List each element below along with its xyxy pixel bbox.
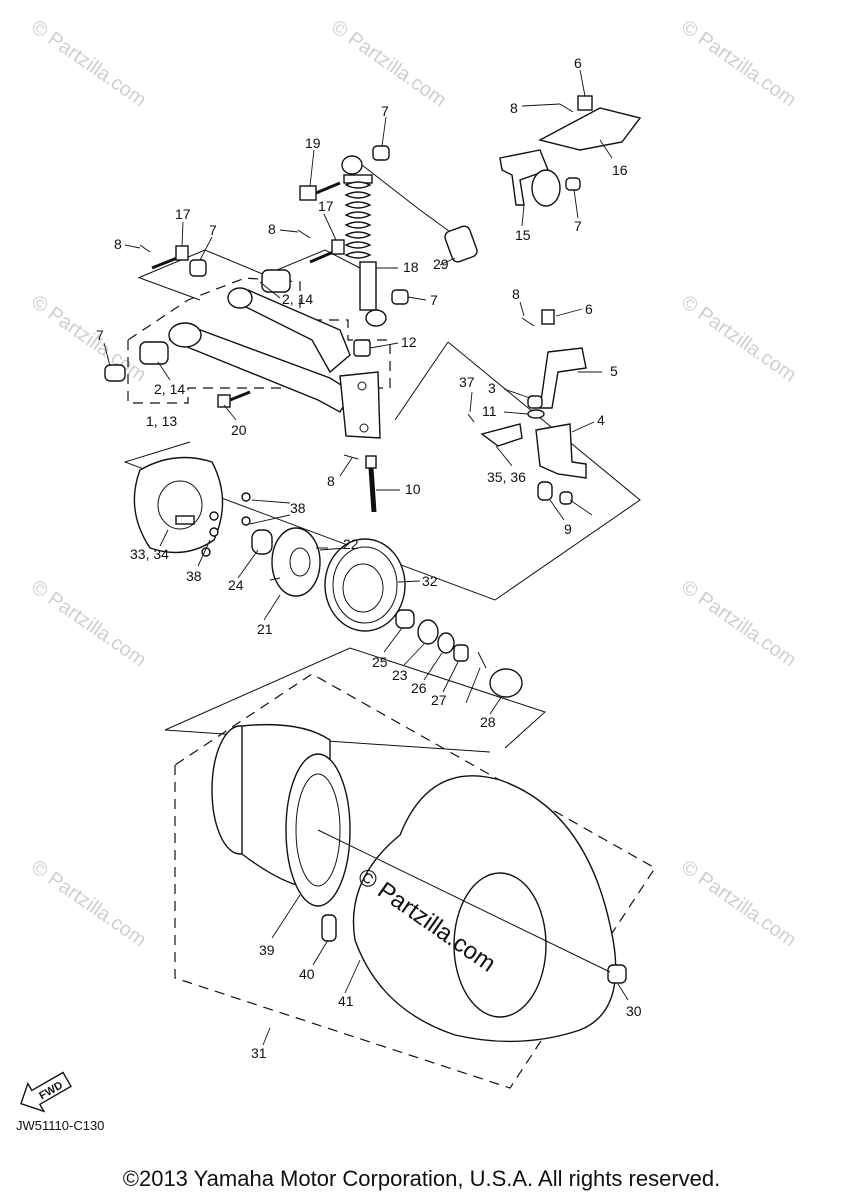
callout-label: 8	[268, 221, 276, 237]
callout-labels: 1, 13 2, 14 2, 14 3 4 5 6 6 7 7 7 7 7 8 …	[96, 55, 642, 1061]
callout-label: 18	[403, 259, 419, 275]
callout-label: 2, 14	[154, 381, 185, 397]
brake-plate	[133, 456, 251, 557]
callout-label: 28	[480, 714, 496, 730]
spring-clip	[444, 225, 478, 263]
callout-label: 7	[381, 103, 389, 119]
watermark: © Partzilla.com	[327, 16, 450, 111]
callout-label: 17	[318, 198, 334, 214]
knuckle-upper	[499, 95, 642, 207]
callout-label: 30	[626, 1003, 642, 1019]
callout-label: 5	[610, 363, 618, 379]
callout-label: 39	[259, 942, 275, 958]
watermark: © Partzilla.com	[677, 856, 800, 951]
callout-label: 24	[228, 577, 244, 593]
watermark: © Partzilla.com	[27, 291, 150, 386]
callout-label: 26	[411, 680, 427, 696]
bearings	[395, 609, 523, 698]
callout-label: 38	[186, 568, 202, 584]
callout-label: 2, 14	[282, 291, 313, 307]
callout-label: 7	[209, 222, 217, 238]
watermark: © Partzilla.com	[27, 16, 150, 111]
callout-label: 41	[338, 993, 354, 1009]
callout-label: 1, 13	[146, 413, 177, 429]
watermark: © Partzilla.com	[677, 291, 800, 386]
callout-label: 6	[585, 301, 593, 317]
callout-label: 37	[459, 374, 475, 390]
callout-label: 40	[299, 966, 315, 982]
watermark: © Partzilla.com	[677, 576, 800, 671]
callout-label: 4	[597, 412, 605, 428]
fasteners	[104, 145, 409, 513]
tire	[317, 775, 627, 1043]
callout-label: 17	[175, 206, 191, 222]
callout-label: 7	[574, 218, 582, 234]
callout-label: 6	[574, 55, 582, 71]
callout-label: 38	[290, 500, 306, 516]
leader-lines	[103, 69, 629, 1046]
callout-label: 33, 34	[130, 546, 169, 562]
callout-label: 19	[305, 135, 321, 151]
callout-label: 8	[327, 473, 335, 489]
callout-label: 27	[431, 692, 447, 708]
callout-label: 8	[512, 286, 520, 302]
watermark: © Partzilla.com	[27, 856, 150, 951]
callout-label: 25	[372, 654, 388, 670]
callout-label: 22	[343, 536, 359, 552]
callout-label: 35, 36	[487, 469, 526, 485]
callout-label: 9	[564, 521, 572, 537]
knuckle-lower	[467, 309, 587, 505]
callout-label: 7	[96, 327, 104, 343]
callout-label: 20	[231, 422, 247, 438]
callout-label: 7	[430, 292, 438, 308]
brake-drum	[324, 538, 406, 632]
callout-label: 32	[422, 573, 438, 589]
diagram-code: JW51110-C130	[16, 1118, 105, 1133]
copyright-notice: ©2013 Yamaha Motor Corporation, U.S.A. A…	[122, 1166, 721, 1191]
bushings	[139, 269, 291, 365]
callout-label: 23	[392, 667, 408, 683]
callout-label: 8	[510, 100, 518, 116]
callout-label: 10	[405, 481, 421, 497]
wheel-rim	[211, 723, 351, 907]
callout-label: 16	[612, 162, 628, 178]
callout-label: 3	[488, 380, 496, 396]
watermark: © Partzilla.com	[677, 16, 800, 111]
callout-label: 12	[401, 334, 417, 350]
hub	[251, 527, 328, 597]
callout-label: 21	[257, 621, 273, 637]
callout-label: 31	[251, 1045, 267, 1061]
callout-label: 15	[515, 227, 531, 243]
assembly-frames	[123, 249, 656, 1089]
watermark: © Partzilla.com	[27, 576, 150, 671]
a-arm	[168, 287, 381, 439]
fwd-label: FWD	[37, 1079, 65, 1102]
callout-label: 11	[482, 403, 497, 419]
callout-label: 8	[114, 236, 122, 252]
callout-label: 29	[433, 256, 449, 272]
fwd-arrow-icon: FWD	[20, 1071, 72, 1113]
